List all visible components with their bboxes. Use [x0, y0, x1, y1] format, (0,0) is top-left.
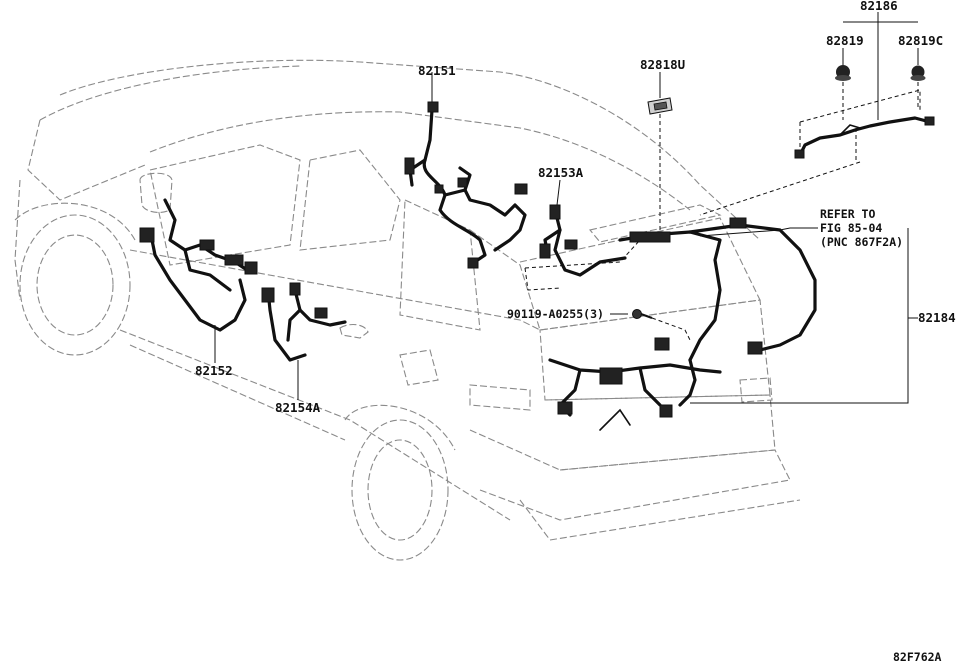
figure-code: 82F762A [893, 650, 942, 663]
harness-82152 [139, 198, 258, 332]
grommet-82819 [835, 65, 851, 81]
refer-line-1: REFER TO [820, 207, 875, 221]
label-82153A: 82153A [538, 165, 584, 180]
part-82818U [647, 97, 673, 115]
harness-82153A [539, 204, 627, 277]
label-82184: 82184 [918, 310, 956, 325]
label-82819C: 82819C [898, 33, 943, 48]
label-82151: 82151 [418, 63, 456, 78]
leader-lines [214, 12, 921, 404]
grommet-82819C [910, 65, 926, 81]
part-82186 [794, 116, 935, 159]
refer-line-3: (PNC 867F2A) [820, 235, 903, 249]
harness-82151 [404, 101, 528, 269]
vehicle-body-outline [14, 59, 801, 561]
bolt-90119 [632, 309, 653, 319]
harness-82154A [261, 282, 347, 362]
label-82154A: 82154A [275, 400, 321, 415]
part-labels: 82151 82152 82153A 82154A 82818U 82186 8… [195, 0, 956, 663]
refer-line-2: FIG 85-04 [820, 221, 882, 235]
label-82819: 82819 [826, 33, 864, 48]
label-82186: 82186 [860, 0, 898, 13]
label-bolt-90119: 90119-A0255(3) [507, 307, 604, 321]
label-82818U: 82818U [640, 57, 685, 72]
label-82152: 82152 [195, 363, 233, 378]
harness-82184 [548, 217, 817, 431]
